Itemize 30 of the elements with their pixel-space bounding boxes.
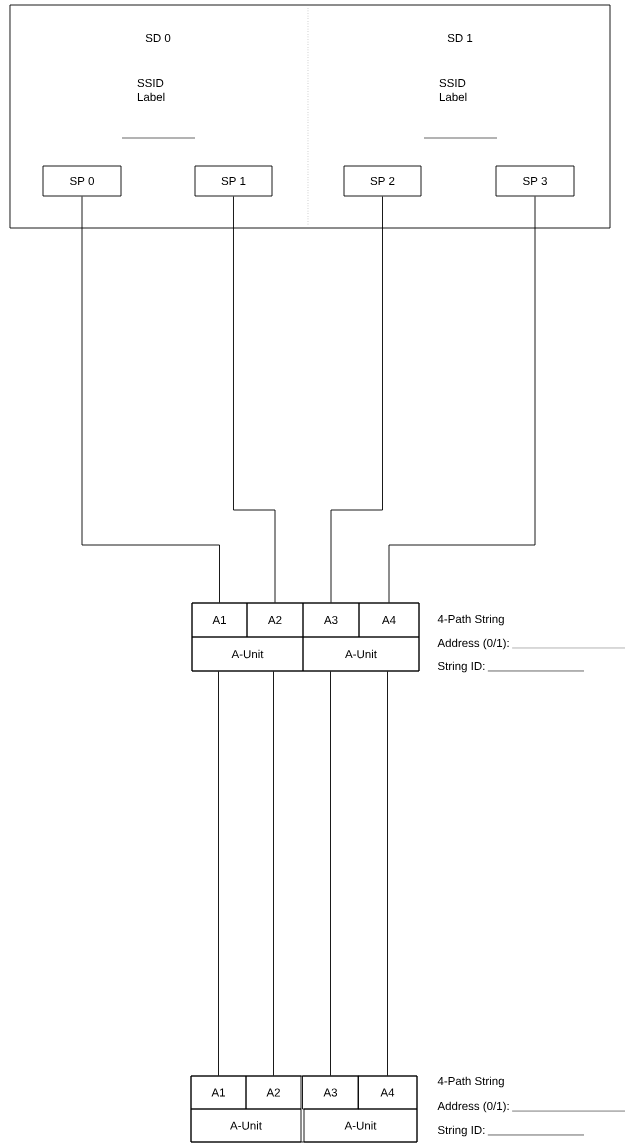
port-box: SP 1 — [194, 165, 273, 197]
port-box: A3 — [302, 1075, 359, 1110]
port-box: SP 2 — [343, 165, 422, 197]
port-box: A1 — [191, 602, 248, 638]
cable-line — [330, 196, 383, 603]
cable-line — [330, 671, 331, 1076]
cable-line — [388, 196, 536, 603]
cable-line — [218, 671, 219, 1076]
cable-line — [387, 671, 388, 1076]
port-box: A3 — [302, 602, 360, 638]
unit-note: 4-Path String — [437, 614, 504, 626]
port-box: A-Unit — [190, 1108, 302, 1143]
cable-line — [233, 196, 276, 603]
cable-line — [273, 671, 274, 1076]
port-box: A-Unit — [303, 1108, 418, 1143]
port-box: A2 — [246, 602, 304, 638]
unit-note: String ID: — [437, 1125, 485, 1137]
port-box: SP 3 — [495, 165, 575, 197]
port-box: A4 — [358, 602, 420, 638]
port-box: SP 0 — [42, 165, 122, 197]
unit-note: Address (0/1): — [437, 638, 509, 650]
port-box: A2 — [245, 1075, 302, 1110]
unit-note: 4-Path String — [437, 1076, 504, 1088]
unit-note: String ID: — [437, 661, 485, 673]
port-box: A-Unit — [302, 636, 420, 672]
cable-line — [81, 196, 220, 603]
unit-note: Address (0/1): — [437, 1101, 509, 1113]
port-box: A-Unit — [191, 636, 304, 672]
port-box: A1 — [190, 1075, 247, 1110]
port-box: A4 — [357, 1075, 418, 1110]
